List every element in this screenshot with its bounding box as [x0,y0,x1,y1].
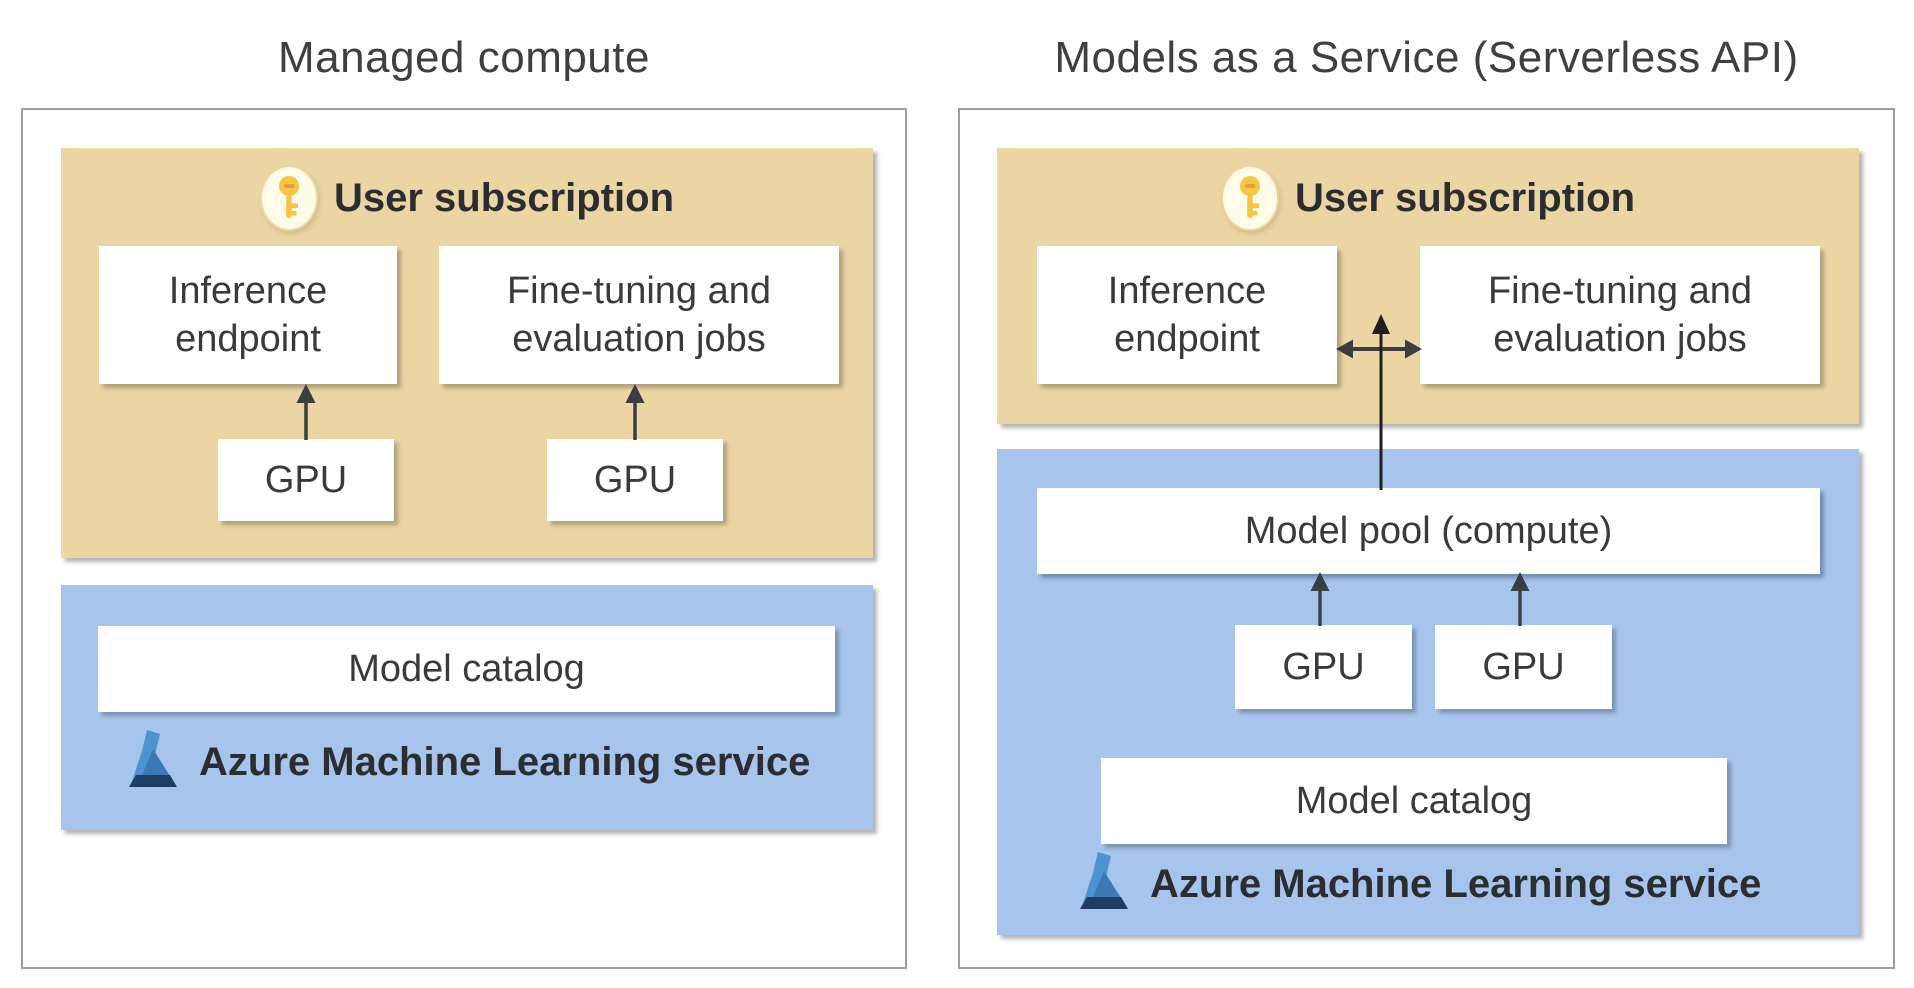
azure-ml-service-label: Azure Machine Learning service [199,739,811,784]
user-subscription-header: User subscription [61,160,873,236]
model-catalog-box: Model catalog [1101,758,1727,844]
azure-ml-service-zone: Model pool (compute) GPU GPU Model catal… [997,449,1859,935]
gpu-box: GPU [547,439,723,521]
inference-endpoint-box: Inference endpoint [99,246,397,384]
azure-ml-service-header: Azure Machine Learning service [127,729,810,795]
key-icon [1220,165,1279,231]
connector-arrow-icon [1372,314,1390,490]
user-subscription-zone: User subscription Inference endpoint Fin… [61,148,873,558]
user-subscription-label: User subscription [333,175,675,220]
maas-panel: User subscription Inference endpoint Fin… [958,108,1895,969]
up-arrow-icon [625,384,645,440]
gpu-box: GPU [1435,625,1612,709]
user-subscription-header: User subscription [997,160,1859,236]
user-subscription-label: User subscription [1294,175,1636,220]
finetuning-evaluation-box: Fine-tuning and evaluation jobs [439,246,839,384]
azure-ml-service-header: Azure Machine Learning service [1078,851,1761,917]
double-arrow-icon [1336,339,1422,359]
inference-endpoint-box: Inference endpoint [1037,246,1337,384]
azure-ml-service-label: Azure Machine Learning service [1150,861,1762,906]
model-pool-box: Model pool (compute) [1037,488,1820,574]
gpu-box: GPU [1235,625,1412,709]
azure-ml-service-zone: Model catalog Azure Machine Learning ser… [61,585,873,830]
gpu-box: GPU [218,439,394,521]
managed-compute-title: Managed compute [278,33,650,82]
azure-ml-flask-icon [1080,852,1128,909]
up-arrow-icon [1310,572,1330,626]
user-subscription-zone: User subscription Inference endpoint Fin… [997,148,1859,424]
model-catalog-box: Model catalog [98,626,835,712]
azure-ml-flask-icon [129,730,177,787]
up-arrow-icon [296,384,316,440]
finetuning-evaluation-box: Fine-tuning and evaluation jobs [1420,246,1820,384]
key-icon [259,165,318,231]
maas-title: Models as a Service (Serverless API) [1054,33,1799,82]
up-arrow-icon [1510,572,1530,626]
managed-compute-panel: User subscription Inference endpoint Fin… [21,108,907,969]
